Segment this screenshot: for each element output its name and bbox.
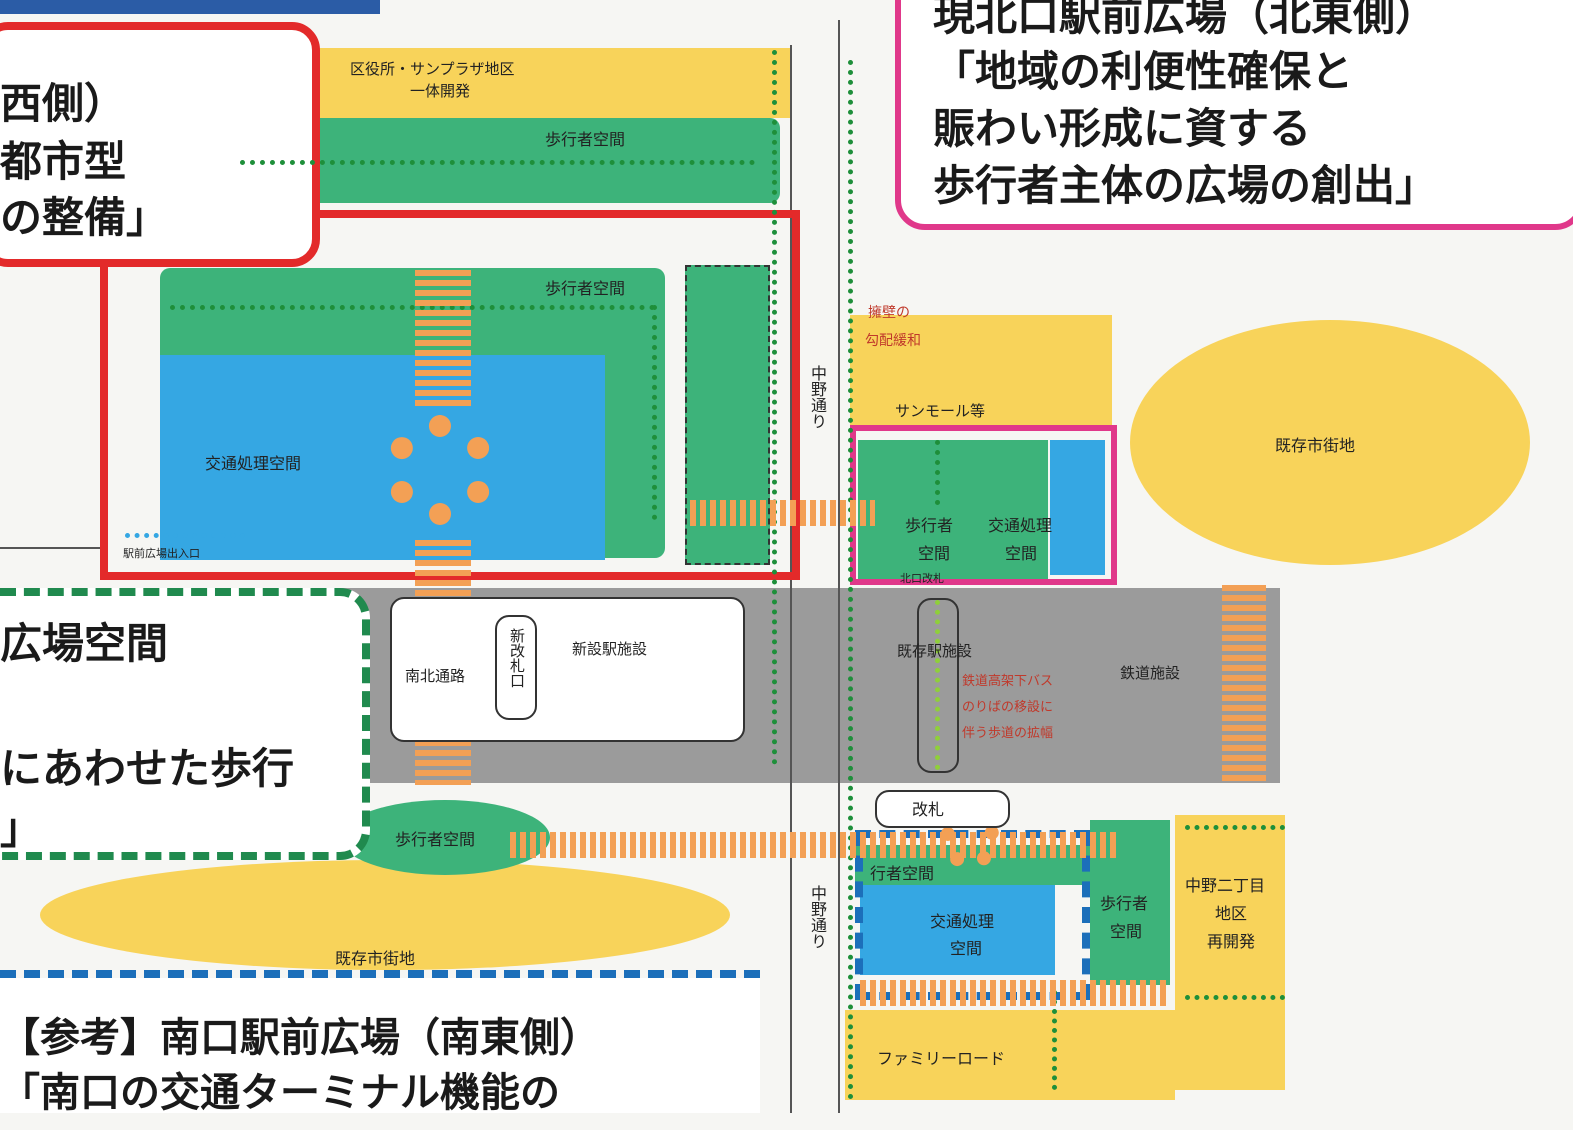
pedestrian-mid-label: 歩行者空間	[545, 279, 626, 298]
arrow-h-south2	[860, 980, 1170, 1006]
family-road-label: ファミリーロード	[877, 1049, 1006, 1068]
callout-ne-line3: 賑わい形成に資する	[933, 104, 1312, 153]
ne-traffic-zone	[1050, 440, 1105, 575]
ne-yellow-zone	[850, 315, 1112, 425]
north-south-passage-label: 南北通路	[405, 667, 466, 685]
ward-office-label2: 一体開発	[410, 82, 471, 100]
ward-office-zone	[230, 48, 790, 118]
south-traffic-label: 交通処理	[930, 912, 995, 931]
arrow-vertical-west	[415, 270, 471, 410]
relocation-label-3: 伴う歩道の拡幅	[962, 726, 1054, 741]
family-road-zone	[845, 1010, 1175, 1100]
existing-town-ne-label: 既存市街地	[1275, 436, 1356, 455]
left-callout-box	[0, 588, 370, 860]
callout-west-line3: の整備」	[0, 193, 169, 242]
route-south-v	[1052, 990, 1057, 1090]
route-ne	[935, 440, 940, 505]
new-gate-label: 新改札口	[508, 628, 526, 688]
callout-west-line2: 都市型	[0, 137, 127, 186]
sw-pedestrian-label: 歩行者空間	[395, 830, 476, 849]
south-pedestrian-label: 行者空間	[870, 864, 935, 883]
existing-town-sw	[40, 860, 730, 970]
new-gate-box	[495, 615, 537, 720]
route-entrance	[125, 533, 245, 538]
route-top	[240, 160, 755, 165]
ne-plaza-frame	[850, 425, 1117, 585]
nakano-dori-label-1: 中野通り	[808, 365, 827, 429]
route-mid-v	[652, 305, 657, 520]
south-note-line1: 【参考】南口駅前広場（南東側）	[0, 1015, 600, 1061]
left-callout-line3: 」	[0, 804, 43, 853]
south-note-line2: 「南口の交通ターミナル機能の	[0, 1070, 560, 1116]
road-line-3	[0, 547, 100, 549]
nakano-dori-label-2: 中野通り	[808, 885, 827, 949]
ne-pedestrian-label2: 空間	[918, 544, 951, 563]
callout-ne-line2: 「地域の利便性確保と	[933, 47, 1354, 96]
arrow-v-east	[1222, 585, 1266, 785]
south-blue-frame	[0, 970, 760, 1130]
se-pedestrian-label2: 空間	[1110, 922, 1143, 941]
ne-traffic-label: 交通処理	[988, 516, 1053, 535]
callout-ne-line1: 現北口駅前広場（北東側）	[933, 0, 1438, 40]
existing-town-ne	[1130, 320, 1530, 565]
route-nakano-e	[848, 60, 853, 1100]
nakano2-zone	[1175, 815, 1285, 1090]
north-exit-gate-label: 北口改札	[900, 572, 944, 585]
ne-pedestrian-zone	[858, 440, 1048, 580]
existing-station-label: 既存駅施設	[897, 642, 973, 660]
road-line-2	[838, 20, 840, 1113]
south-note-box	[0, 978, 760, 1113]
south-traffic-label2: 空間	[950, 939, 983, 958]
callout-ne-box	[895, 0, 1573, 230]
route-se-bot	[1185, 995, 1285, 1000]
existing-town-sw-label: 既存市街地	[335, 949, 416, 968]
route-se-top	[1185, 825, 1285, 830]
ward-office-label: 区役所・サンプラザ地区	[350, 60, 515, 78]
ne-pedestrian-label: 歩行者	[905, 516, 954, 535]
gate-box	[875, 790, 1010, 828]
south-traffic-zone	[860, 880, 1055, 975]
railway-facility-label: 鉄道施設	[1120, 664, 1181, 682]
new-station-label: 新設駅施設	[572, 640, 648, 658]
traffic-west-label: 交通処理空間	[205, 454, 302, 473]
nakano2-label3: 再開発	[1207, 932, 1256, 951]
retaining-wall-label: 擁壁の	[868, 305, 910, 321]
callout-west-box	[0, 22, 320, 267]
existing-station-pill	[917, 598, 959, 773]
left-callout-line1: 広場空間	[0, 619, 169, 668]
station-entrance-label: 駅前広場出入口	[123, 547, 200, 560]
route-nakano-w	[772, 50, 777, 765]
roundabout-icon	[385, 415, 495, 525]
callout-ne-line4: 歩行者主体の広場の創出」	[933, 161, 1438, 210]
gate-label: 改札	[912, 800, 945, 819]
route-station	[935, 600, 940, 770]
arrow-h-plaza	[690, 500, 875, 526]
left-callout-line2: にあわせた歩行	[0, 744, 295, 793]
route-mid	[170, 305, 655, 310]
relocation-label-2: のりばの移設に	[962, 700, 1054, 715]
pedestrian-top-label: 歩行者空間	[545, 130, 626, 149]
slope-label: 勾配緩和	[865, 333, 921, 349]
arrow-h-south	[510, 832, 1120, 858]
sun-mall-label: サンモール等	[895, 402, 986, 420]
nakano2-label: 中野二丁目	[1185, 876, 1266, 895]
callout-west-line1: 西側）	[0, 79, 127, 128]
relocation-label-1: 鉄道高架下バス	[962, 674, 1054, 689]
header-bar	[0, 0, 380, 14]
north-south-passage-box	[390, 597, 745, 742]
nakano2-label2: 地区	[1215, 904, 1248, 923]
se-pedestrian-label: 歩行者	[1100, 894, 1149, 913]
traffic-zone-west	[160, 355, 605, 560]
ne-traffic-label2: 空間	[1005, 544, 1038, 563]
